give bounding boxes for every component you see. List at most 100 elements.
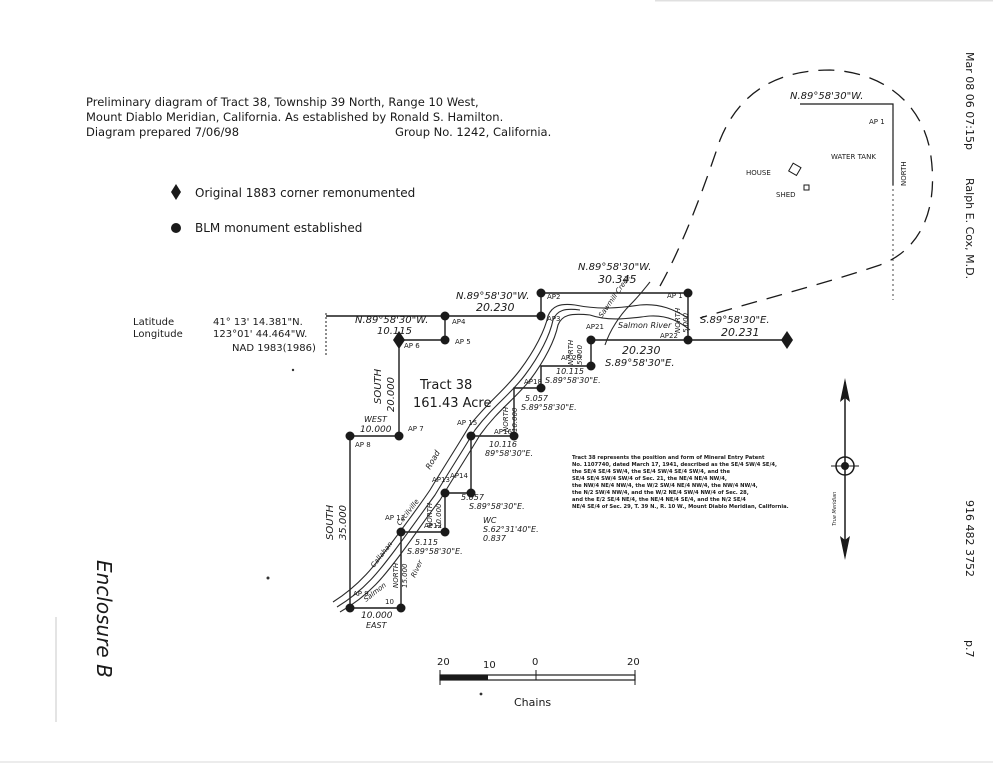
header-line-3b: Group No. 1242, California.: [395, 125, 551, 139]
datum-label: NAD 1983(1986): [232, 343, 316, 354]
course-5057: 5.057: [525, 394, 549, 403]
scale-label-0: 0: [532, 657, 538, 668]
fax-page: p.7: [963, 640, 976, 657]
course-north-5: NORTH: [567, 339, 575, 365]
legend-dot-label: BLM monument established: [195, 221, 362, 235]
label-ap13: AP13: [432, 476, 450, 484]
house-label: HOUSE: [746, 169, 771, 177]
course-top-north-dist: 30.345: [598, 273, 637, 286]
course-wc: WC: [483, 516, 497, 525]
scale-units: Chains: [514, 696, 551, 709]
label-ap21: AP21: [586, 323, 604, 331]
inset-course: N.89°58'30"W.: [790, 91, 863, 102]
lat-label: Latitude: [133, 317, 174, 328]
note-line: the SE/4 SE/4 SW/4, the SE/4 SW/4 SE/4 S…: [572, 469, 730, 475]
course-north-right: NORTH: [674, 307, 682, 333]
course-east: S.89°58'30"E.: [700, 315, 770, 326]
label-ap2: AP2: [547, 293, 560, 301]
label-ap7: AP 7: [408, 425, 424, 433]
label-ap8: AP 8: [355, 441, 371, 449]
course-ap4-west: N.89°58'30"W.: [355, 315, 428, 326]
course-ap20-dist: 20.230: [622, 344, 661, 357]
tract-name: Tract 38: [419, 378, 472, 393]
course-north-10: NORTH: [502, 406, 510, 432]
shed-label: SHED: [776, 191, 796, 199]
water-tank-label: WATER TANK: [831, 153, 876, 161]
scan-speck: [479, 692, 483, 696]
lat-value: 41° 13' 14.381"N.: [213, 317, 303, 328]
inset-north-label: NORTH: [900, 161, 908, 186]
fax-sender: Ralph E. Cox, M.D.: [963, 178, 976, 279]
note-line: the N/2 SW/4 NW/4, and the W/2 NE/4 SW/4…: [572, 490, 749, 496]
declination-label: True Meridian: [832, 492, 838, 526]
course-south-20: SOUTH: [373, 368, 384, 404]
corner-dots: [345, 288, 693, 613]
header-line-1: Preliminary diagram of Tract 38, Townshi…: [86, 95, 479, 109]
course-10116-b: 89°58'30"E.: [485, 449, 533, 458]
course-south-20-dist: 20.000: [386, 377, 397, 412]
scale-label-10: 10: [483, 660, 496, 671]
callahan-label: Callahan: [369, 540, 394, 569]
label-ap15: AP 15: [457, 419, 477, 427]
legend-diamond-icon: [171, 184, 181, 200]
north-arrow-icon: [831, 378, 859, 560]
course-east-dist: 20.231: [721, 326, 760, 339]
label-ap9: AP 9: [353, 590, 369, 598]
note-block: Tract 38 represents the position and for…: [572, 455, 789, 510]
legend-dot-icon: [171, 223, 181, 233]
fax-phone: 916 482 3752: [963, 500, 976, 577]
label-ap4: AP4: [452, 318, 466, 326]
course-north-10-dist: 10.000: [511, 407, 519, 432]
lon-label: Longitude: [133, 329, 183, 340]
course-south-35-dist: 35.000: [338, 505, 349, 540]
course-south-35: SOUTH: [325, 504, 336, 540]
course-ap20: S.89°58'30"E.: [605, 358, 675, 369]
label-ap18: AP18: [524, 378, 542, 386]
label-ap11: AP 11: [385, 514, 405, 522]
tract-area: 161.43 Acre: [413, 396, 492, 411]
course-10115: 10.115: [556, 367, 584, 376]
cecilville-label: Cecilville: [395, 498, 421, 528]
label-ap1: AP 1: [667, 292, 683, 300]
river-label: River: [410, 558, 425, 579]
label-ap14: AP14: [450, 472, 468, 480]
course-5057b: 5.057: [461, 493, 485, 502]
note-line: Tract 38 represents the position and for…: [572, 455, 765, 461]
course-east-10-dist: 10.000: [361, 611, 393, 621]
inset-boundary: [659, 69, 934, 319]
road-lines: [332, 281, 691, 613]
course-5057b-b: S.89°58'30"E.: [469, 502, 525, 511]
label-ap16: AP16: [494, 428, 512, 436]
note-line: and the E/2 SE/4 NE/4, the NE/4 NE/4 SE/…: [572, 497, 746, 503]
label-ap6: AP 6: [404, 342, 420, 350]
course-ap2-west-dist: 20.230: [476, 301, 515, 314]
course-north-15: NORTH: [392, 562, 400, 588]
scan-speck: [266, 576, 270, 580]
scale-bar: [439, 670, 636, 685]
legend-diamond-label: Original 1883 corner remonumented: [195, 186, 415, 200]
lon-value: 123°01' 44.464"W.: [213, 329, 307, 340]
course-5057-b: S.89°58'30"E.: [521, 403, 577, 412]
header-line-3a: Diagram prepared 7/06/98: [86, 125, 239, 139]
course-north-right-dist: 5.000: [682, 312, 690, 333]
fax-timestamp: Mar 08 06 07:15p: [963, 52, 976, 150]
course-west-10: WEST: [364, 415, 388, 424]
label-ap22: AP22: [660, 332, 678, 340]
label-ap5: AP 5: [455, 338, 471, 346]
label-ap12: AP12: [424, 522, 442, 530]
label-ap20: AP 20: [561, 354, 581, 362]
course-ap2-west: N.89°58'30"W.: [456, 291, 529, 302]
course-north-15-dist: 15.000: [401, 563, 409, 588]
course-10116: 10.116: [489, 440, 517, 449]
course-north-10b-dist: 10.000: [435, 503, 443, 528]
label-ap3: AP3: [547, 315, 560, 323]
label-ap10: 10: [385, 598, 394, 606]
course-east-10: EAST: [366, 621, 388, 630]
note-line: No. 1107740, dated March 17, 1941, descr…: [572, 462, 777, 468]
note-line: NE/4 SE/4 of Sec. 29, T. 39 N., R. 10 W.…: [572, 504, 789, 510]
inset-ap1: AP 1: [869, 118, 885, 126]
course-top-north: N.89°58'30"W.: [578, 262, 651, 273]
note-line: SE/4 SE/4 SW/4 SW/4 of Sec. 21, the NE/4…: [572, 476, 727, 482]
course-north-5-dist: 5.000: [576, 344, 584, 365]
